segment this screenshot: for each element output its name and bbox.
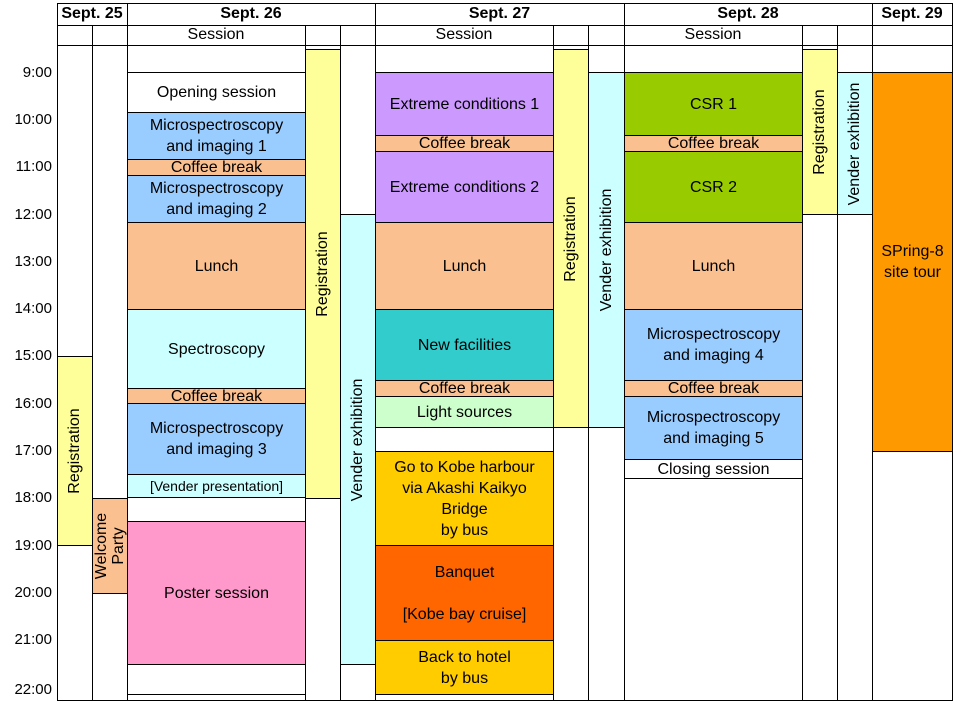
block-label: Vender exhibition — [349, 378, 366, 501]
block-label: Registration — [562, 195, 579, 282]
grid-line — [57, 25, 953, 26]
lunch-block: Lunch — [127, 222, 306, 310]
opening-session-block: Opening session — [127, 72, 306, 113]
time-label: 10:00 — [14, 111, 52, 128]
microspectroscopy-1-block: Microspectroscopy and imaging 1 — [127, 112, 306, 160]
block-label: Vender exhibition — [846, 82, 863, 205]
grid-line — [837, 25, 838, 701]
session-header: Session — [435, 26, 493, 43]
time-label: 22:00 — [14, 681, 52, 698]
day-header: Sept. 29 — [881, 5, 943, 22]
day-header: Sept. 26 — [220, 5, 282, 22]
back-to-hotel-block: Back to hotel by bus — [375, 640, 554, 695]
coffee-break-block: Coffee break — [624, 135, 803, 152]
time-label: 11:00 — [15, 158, 52, 175]
site-tour-block: SPring-8 site tour — [872, 72, 953, 452]
microspectroscopy-5-block: Microspectroscopy and imaging 5 — [624, 396, 803, 460]
banquet-block: Banquet [Kobe bay cruise] — [375, 545, 554, 641]
csr-2-block: CSR 2 — [624, 151, 803, 223]
block-label: Registration — [314, 231, 331, 317]
closing-session-block: Closing session — [624, 459, 803, 479]
registration-block: Registration — [553, 49, 589, 428]
microspectroscopy-4-block: Microspectroscopy and imaging 4 — [624, 309, 803, 381]
spectroscopy-block: Spectroscopy — [127, 309, 306, 389]
day-header: Sept. 27 — [468, 5, 531, 22]
microspectroscopy-3-block: Microspectroscopy and imaging 3 — [127, 403, 306, 475]
registration-block: Registration — [802, 49, 838, 215]
time-label: 16:00 — [14, 395, 52, 412]
lunch-block: Lunch — [375, 222, 554, 310]
microspectroscopy-2-block: Microspectroscopy and imaging 2 — [127, 175, 306, 223]
block-label: Welcome Party — [93, 512, 127, 580]
coffee-break-block: Coffee break — [127, 388, 306, 405]
block-label: Registration — [811, 89, 828, 175]
coffee-break-block: Coffee break — [624, 380, 803, 397]
light-sources-block: Light sources — [375, 396, 554, 428]
lunch-block: Lunch — [624, 222, 803, 310]
grid-line — [57, 700, 953, 701]
coffee-break-block: Coffee break — [127, 159, 306, 176]
coffee-break-block: Coffee break — [375, 135, 554, 152]
grid-line — [57, 45, 953, 46]
kobe-harbour-block: Go to Kobe harbour via Akashi Kaikyo Bri… — [375, 451, 554, 546]
day-header: Sept. 28 — [717, 5, 779, 22]
registration-block: Registration — [57, 356, 93, 546]
coffee-break-block: Coffee break — [375, 380, 554, 397]
time-label: 12:00 — [14, 206, 52, 223]
time-label: 15:00 — [14, 347, 52, 364]
grid-line — [127, 694, 305, 695]
extreme-conditions-2-block: Extreme conditions 2 — [375, 151, 554, 223]
vender-exhibition-block: Vender exhibition — [588, 72, 625, 428]
grid-line — [57, 3, 953, 4]
time-label: 13:00 — [14, 253, 52, 270]
vender-exhibition-block: Vender exhibition — [837, 72, 873, 215]
extreme-conditions-1-block: Extreme conditions 1 — [375, 72, 554, 136]
time-label: 14:00 — [14, 300, 52, 317]
time-label: 19:00 — [14, 537, 52, 554]
time-label: 21:00 — [14, 631, 52, 648]
welcome-party-block: Welcome Party — [92, 498, 128, 594]
vender-presentation-block: [Vender presentation] — [127, 474, 306, 498]
new-facilities-block: New facilities — [375, 309, 554, 381]
time-label: 18:00 — [14, 489, 52, 506]
registration-block: Registration — [305, 49, 341, 499]
poster-session-block: Poster session — [127, 521, 306, 665]
block-label: Vender exhibition — [597, 188, 615, 312]
time-label: 17:00 — [14, 442, 52, 459]
time-label: 9:00 — [22, 64, 52, 81]
csr-1-block: CSR 1 — [624, 72, 803, 136]
session-header: Session — [187, 26, 245, 43]
vender-exhibition-block: Vender exhibition — [340, 214, 376, 665]
block-label: Registration — [66, 408, 83, 494]
grid-line — [57, 3, 58, 701]
time-label: 20:00 — [14, 584, 52, 601]
day-header: Sept. 25 — [61, 5, 123, 22]
session-header: Session — [684, 26, 742, 43]
